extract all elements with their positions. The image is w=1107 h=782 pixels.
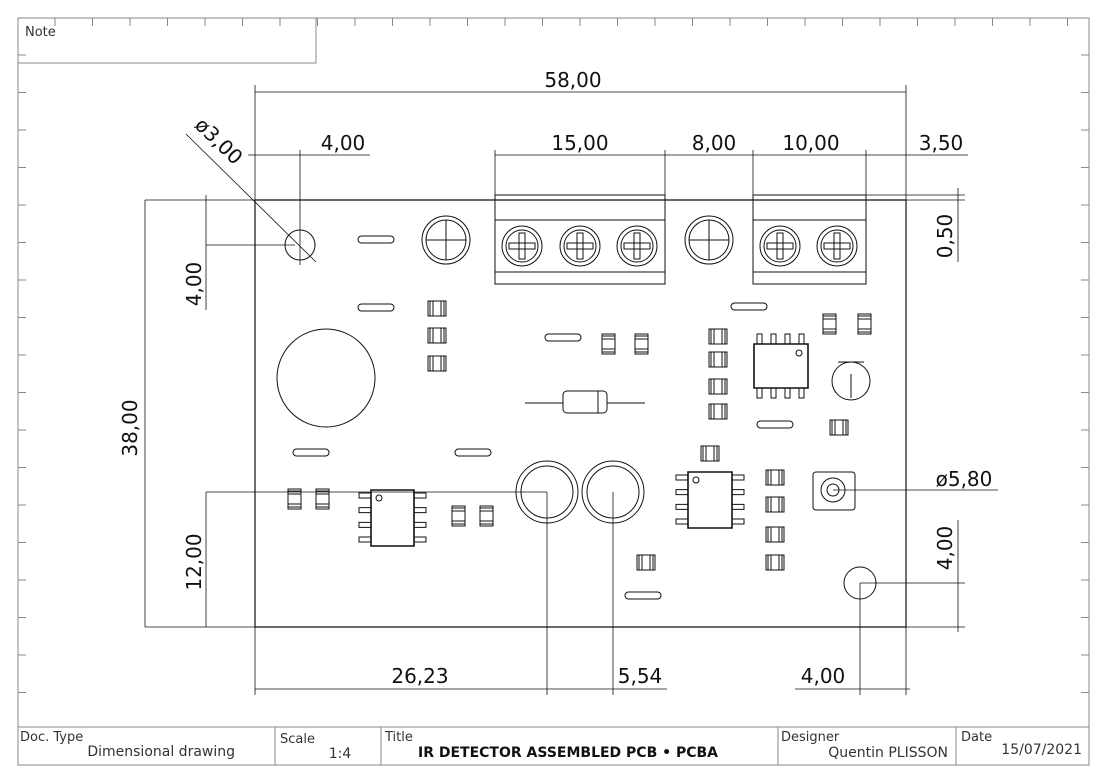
dim-pot-diameter: ø5,80 bbox=[936, 467, 993, 491]
buzzer bbox=[277, 329, 375, 427]
terminal-screws bbox=[502, 226, 857, 266]
date-value: 15/07/2021 bbox=[1001, 742, 1082, 758]
screw-icon bbox=[817, 226, 857, 266]
screw-icon bbox=[560, 226, 600, 266]
smd-component bbox=[602, 334, 615, 354]
wire-pad bbox=[545, 334, 581, 341]
dim-hole-offset-x: 4,00 bbox=[321, 131, 366, 155]
dim-sensor-offset-x: 26,23 bbox=[391, 664, 448, 688]
smd-component bbox=[766, 527, 784, 542]
pcb-board bbox=[255, 200, 906, 627]
smd-component bbox=[823, 314, 836, 334]
wire-pad bbox=[731, 303, 767, 310]
dimension-lines bbox=[145, 85, 998, 695]
title-value: IR DETECTOR ASSEMBLED PCB • PCBA bbox=[418, 745, 718, 761]
date-label: Date bbox=[961, 730, 992, 745]
dim-terminal-1-width: 15,00 bbox=[551, 131, 608, 155]
note-box: Note bbox=[18, 18, 316, 63]
wire-pads bbox=[293, 236, 793, 599]
ic-chip bbox=[754, 334, 808, 398]
smd-component bbox=[428, 328, 446, 343]
smd-components bbox=[288, 301, 871, 570]
ic-chip bbox=[359, 490, 426, 546]
screw-icon bbox=[760, 226, 800, 266]
dim-terminal-right-offset: 3,50 bbox=[919, 131, 964, 155]
diode bbox=[525, 391, 645, 413]
screw-icon bbox=[502, 226, 542, 266]
smd-component bbox=[635, 334, 648, 354]
wire-pad bbox=[358, 304, 394, 311]
dim-overall-width: 58,00 bbox=[544, 68, 601, 92]
smd-component bbox=[830, 420, 848, 435]
dim-bottom-hole-offset-y: 4,00 bbox=[933, 526, 957, 571]
dim-sensor-height: 12,00 bbox=[182, 533, 206, 590]
dim-terminal-gap: 8,00 bbox=[692, 131, 737, 155]
smd-component bbox=[858, 314, 871, 334]
scale-label: Scale bbox=[280, 732, 315, 747]
note-label: Note bbox=[25, 25, 56, 40]
title-block: Doc. Type Dimensional drawing Scale 1:4 … bbox=[18, 727, 1089, 765]
smd-component bbox=[288, 489, 301, 509]
smd-component bbox=[637, 555, 655, 570]
ic-chip bbox=[676, 472, 744, 528]
led-left bbox=[422, 216, 470, 264]
dimension-labels: 58,00 ø3,00 4,00 15,00 8,00 10,00 3,50 0… bbox=[118, 68, 992, 688]
smd-component bbox=[709, 379, 727, 394]
smd-component bbox=[452, 506, 465, 526]
smd-component bbox=[316, 489, 329, 509]
screw-icon bbox=[617, 226, 657, 266]
transistor bbox=[832, 362, 870, 400]
potentiometer bbox=[813, 472, 855, 510]
led-right bbox=[685, 216, 733, 264]
wire-pad bbox=[358, 236, 394, 243]
doc-type-value: Dimensional drawing bbox=[87, 744, 235, 760]
smd-component bbox=[766, 497, 784, 512]
terminal-block-3-pin bbox=[495, 195, 665, 284]
dim-hole-offset-y: 4,00 bbox=[182, 262, 206, 307]
integrated-circuits bbox=[359, 334, 808, 546]
smd-component bbox=[709, 404, 727, 419]
smd-component bbox=[480, 506, 493, 526]
wire-pad bbox=[625, 592, 661, 599]
smd-component bbox=[701, 446, 719, 461]
dim-terminal-overhang: 0,50 bbox=[933, 214, 957, 259]
scale-value: 1:4 bbox=[329, 746, 352, 762]
smd-component bbox=[709, 329, 727, 344]
title-label: Title bbox=[384, 730, 413, 745]
wire-pad bbox=[455, 449, 491, 456]
smd-component bbox=[709, 352, 727, 367]
doc-type-label: Doc. Type bbox=[20, 730, 83, 745]
dim-terminal-2-width: 10,00 bbox=[782, 131, 839, 155]
dim-sensor-spacing: 5,54 bbox=[618, 664, 663, 688]
designer-label: Designer bbox=[781, 730, 840, 745]
smd-component bbox=[428, 301, 446, 316]
terminal-block-2-pin bbox=[753, 195, 866, 284]
designer-value: Quentin PLISSON bbox=[828, 745, 948, 761]
smd-component bbox=[428, 356, 446, 371]
smd-component bbox=[766, 555, 784, 570]
dim-hole-diameter: ø3,00 bbox=[190, 113, 248, 170]
dim-bottom-hole-offset-x: 4,00 bbox=[801, 664, 846, 688]
dim-overall-height: 38,00 bbox=[118, 399, 142, 456]
wire-pad bbox=[757, 421, 793, 428]
smd-component bbox=[766, 470, 784, 485]
wire-pad bbox=[293, 449, 329, 456]
